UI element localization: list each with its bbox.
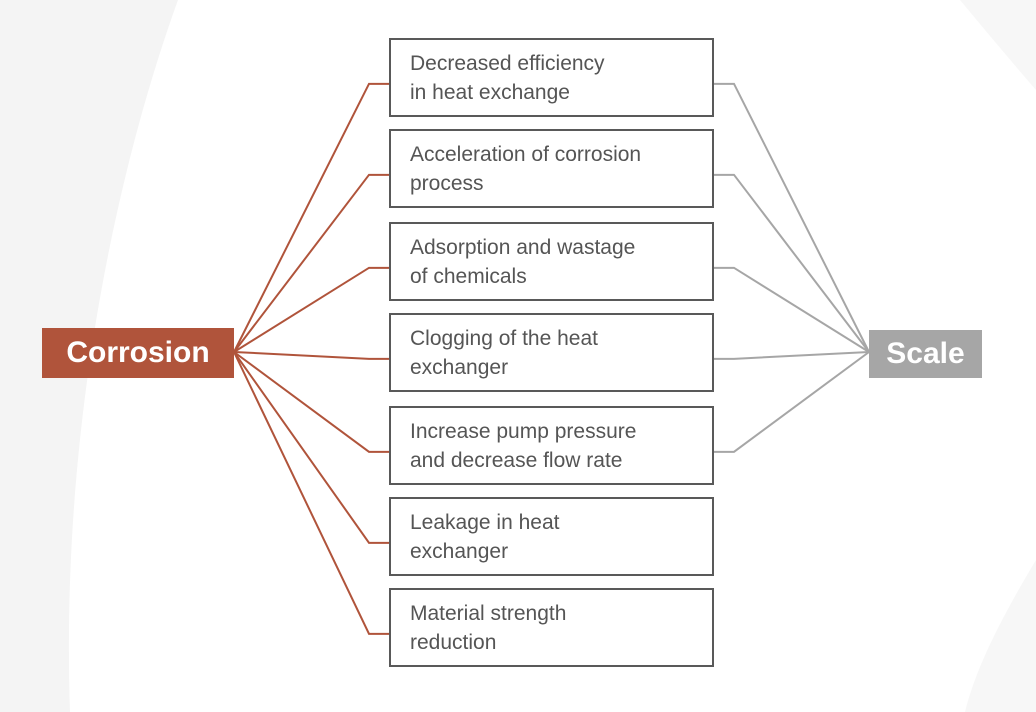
effect-box-pump-pressure: Increase pump pressure and decrease flow… [389, 406, 714, 485]
corrosion-hub: Corrosion [42, 328, 234, 378]
corrosion-connector [233, 173, 389, 353]
effect-label: Increase pump pressure and decrease flow… [410, 420, 637, 472]
scale-connector [714, 82, 870, 353]
corrosion-connector [233, 266, 389, 353]
effect-label: Clogging of the heat exchanger [410, 327, 598, 379]
effect-label: Leakage in heat exchanger [410, 511, 560, 563]
scale-connector [714, 351, 870, 360]
scale-connector [714, 266, 870, 353]
effect-label: Material strength reduction [410, 602, 567, 654]
scale-connector [714, 351, 870, 453]
effect-label: Adsorption and wastage of chemicals [410, 236, 636, 288]
effect-box-adsorption-of-chemicals: Adsorption and wastage of chemicals [389, 222, 714, 301]
effect-box-acceleration-of-corrosion: Acceleration of corrosion process [389, 129, 714, 208]
effect-label: Acceleration of corrosion process [410, 143, 642, 195]
effect-label: Decreased efficiency in heat exchange [410, 52, 605, 104]
corrosion-connector [233, 351, 389, 453]
effect-box-clogging: Clogging of the heat exchanger [389, 313, 714, 392]
scale-hub: Scale [869, 330, 982, 378]
corrosion-connector [233, 351, 389, 635]
corrosion-connector [233, 351, 389, 544]
corrosion-connector [233, 82, 389, 353]
effect-box-leakage: Leakage in heat exchanger [389, 497, 714, 576]
scale-connector [714, 173, 870, 353]
effect-box-material-strength: Material strength reduction [389, 588, 714, 667]
corrosion-hub-label: Corrosion [66, 336, 210, 369]
corrosion-connector [233, 351, 389, 360]
effect-box-decreased-efficiency: Decreased efficiency in heat exchange [389, 38, 714, 117]
scale-hub-label: Scale [886, 337, 965, 370]
